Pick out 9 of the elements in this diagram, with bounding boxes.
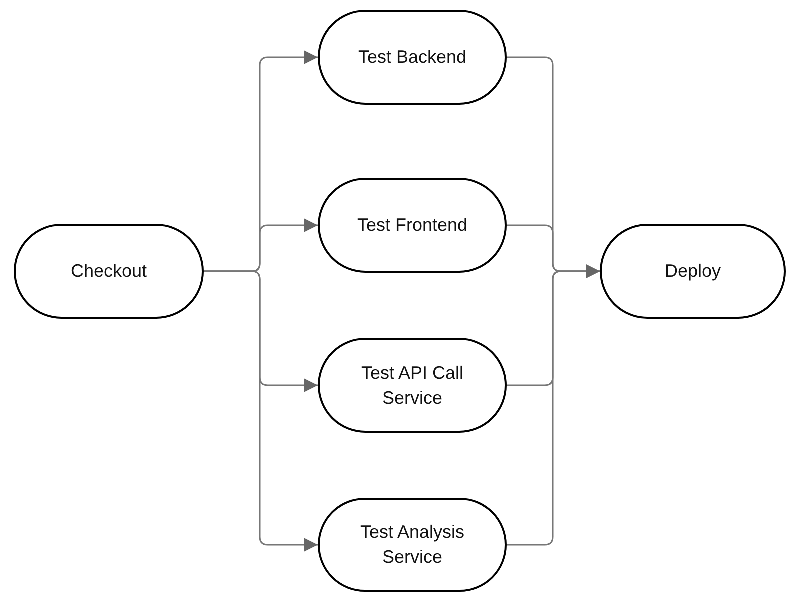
node-label: Test API Call Service (360, 362, 465, 410)
node-label: Test Backend (357, 46, 468, 69)
arrow (204, 270, 318, 552)
node-label: Deploy (664, 260, 722, 283)
node-label: Test Frontend (356, 214, 469, 237)
terminal-shape (600, 224, 786, 319)
arrow (507, 264, 600, 546)
node-label: Checkout (70, 260, 148, 283)
node-label: Test Analysis Service (359, 521, 466, 569)
